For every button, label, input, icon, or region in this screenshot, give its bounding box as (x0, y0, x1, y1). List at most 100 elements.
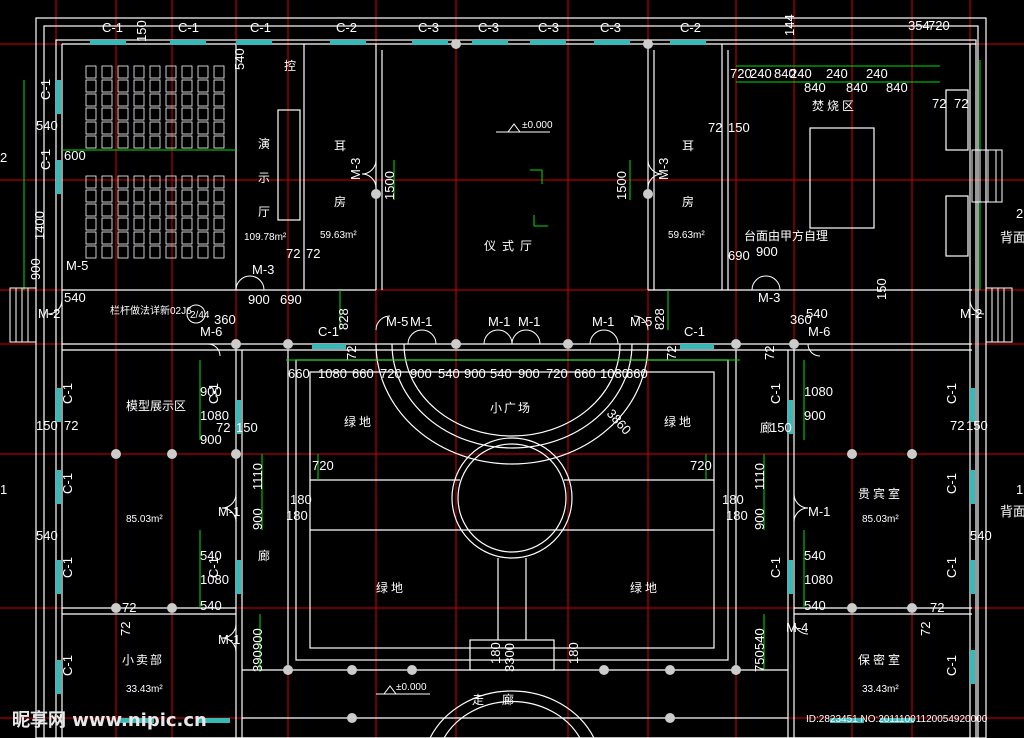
dimension-label: 72 (286, 246, 300, 261)
window (680, 344, 714, 349)
column-marker (643, 39, 653, 49)
dimension-vertical: 900 (250, 628, 265, 650)
seat (197, 107, 209, 121)
seat (133, 121, 145, 135)
door-label: M-5 (630, 314, 652, 329)
green-top-right-label: 绿地 (664, 414, 694, 429)
seat (213, 107, 225, 121)
dimension-vertical: 828 (652, 308, 667, 330)
seat (149, 231, 161, 245)
seat (133, 217, 145, 231)
seat (85, 175, 97, 189)
seat (165, 79, 177, 93)
window (56, 470, 61, 504)
seat (133, 231, 145, 245)
seat (85, 189, 97, 203)
seat (149, 65, 161, 79)
dimension-vertical: 144 (782, 14, 797, 36)
seat (165, 203, 177, 217)
seat (85, 107, 97, 121)
dimension-label: 360 (214, 312, 236, 327)
window (970, 650, 975, 684)
window (830, 718, 864, 723)
dimension-r1: 1080 (318, 366, 347, 381)
room-shop-label: 小卖部 (122, 652, 164, 667)
dimension-label: 180 (286, 508, 308, 523)
dimension-vertical: 180 (566, 642, 581, 664)
dimension-label: 900 (200, 384, 222, 399)
seat (101, 217, 113, 231)
dimension-vertical: 72 (664, 346, 679, 360)
seat (181, 175, 193, 189)
dimension-label: 180 (722, 492, 744, 507)
room-hall-area: 109.78m² (244, 232, 287, 243)
dimension-vertical: 540 (232, 48, 247, 70)
dimension-arc-label: 3860 (604, 406, 634, 438)
dimension-vertical: 828 (336, 308, 351, 330)
room-ear-left-label-2: 房 (334, 194, 346, 209)
column-marker (665, 713, 675, 723)
dimension-r1: 1080 (600, 366, 629, 381)
seat (85, 79, 97, 93)
dimension-vertical: 900 (28, 258, 43, 280)
seat (101, 65, 113, 79)
dimension-label: 690 (280, 292, 302, 307)
dimension-vertical: 750 (752, 650, 767, 672)
window-label: C-1 (60, 557, 75, 578)
seat (181, 79, 193, 93)
seat (181, 231, 193, 245)
dimension-vertical: 1500 (614, 171, 629, 200)
window (970, 470, 975, 504)
square-label: 小广场 (490, 401, 532, 415)
seat (197, 245, 209, 259)
room-burn-label: 焚烧区 (812, 99, 857, 113)
seat (197, 231, 209, 245)
window-label: C-1 (944, 473, 959, 494)
column-marker (111, 449, 121, 459)
seat (101, 245, 113, 259)
dimension-lines (23, 60, 981, 670)
seat (213, 93, 225, 107)
elevation-mark-top: ±0.000 (496, 120, 553, 133)
window-label: C-1 (768, 383, 783, 404)
window-label: C-1 (250, 20, 271, 35)
column-marker (347, 665, 357, 675)
room-model-area: 85.03m² (126, 514, 163, 525)
column-markers (111, 39, 917, 723)
window (530, 40, 566, 45)
dimension-r1: 660 (352, 366, 374, 381)
window (236, 560, 241, 594)
window-label: C-3 (538, 20, 559, 35)
column-marker (167, 603, 177, 613)
column-marker (789, 339, 799, 349)
seat (165, 121, 177, 135)
seat (133, 93, 145, 107)
column-marker (731, 665, 741, 675)
door-label: M-5 (66, 258, 88, 273)
table-note: 台面由甲方自理 (744, 228, 828, 243)
seat (117, 121, 129, 135)
window-label: C-1 (318, 324, 339, 339)
window (56, 560, 61, 594)
door-label: M-1 (808, 504, 830, 519)
rail-note: 栏杆做法详新02J6 (110, 304, 192, 317)
svg-text:±0.000: ±0.000 (396, 682, 427, 693)
dimension-label: 72 (216, 420, 230, 435)
door-label: M-6 (808, 324, 830, 339)
dimension-vertical: 72 (344, 346, 359, 360)
dimension-label: 540 (36, 118, 58, 133)
window (788, 560, 793, 594)
door-label: M-1 (218, 504, 240, 519)
door-label: M-2 (38, 306, 60, 321)
door-label: M-3 (758, 290, 780, 305)
dimension-top-right: 354 (908, 18, 930, 33)
seat (213, 217, 225, 231)
room-storage-area: 33.43m² (862, 684, 899, 695)
column-marker (231, 449, 241, 459)
column-marker (451, 339, 461, 349)
seat (85, 217, 97, 231)
door-label: M-1 (518, 314, 540, 329)
dimension-label: 540 (970, 528, 992, 543)
window (170, 40, 206, 45)
